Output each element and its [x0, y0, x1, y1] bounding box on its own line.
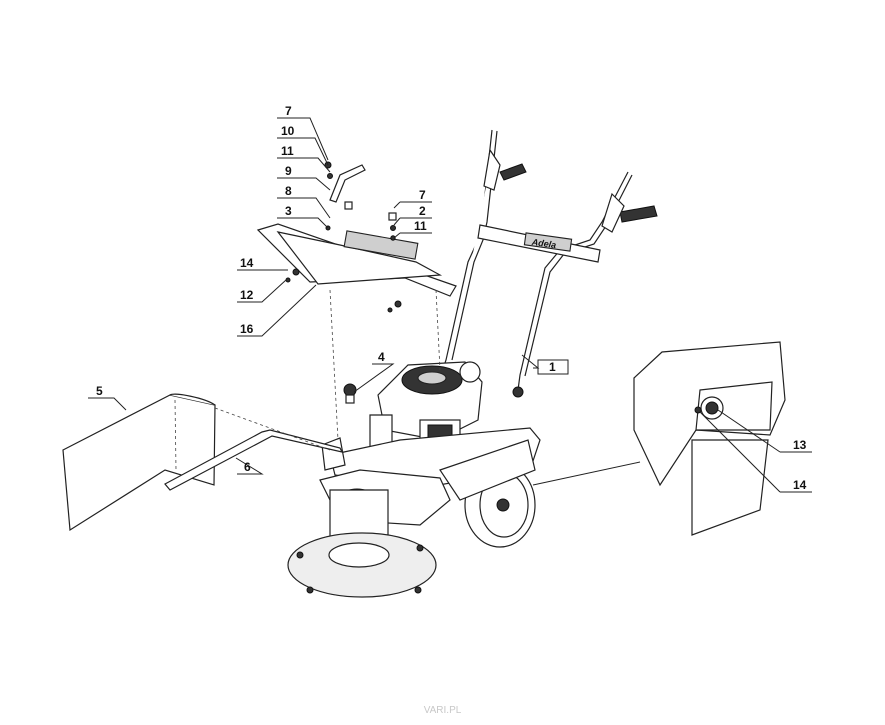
handlebar: Adela	[441, 129, 658, 398]
part-5-deflector-shield	[62, 393, 216, 532]
part-16-discharge-chute	[256, 223, 457, 441]
callout-14-right: 14	[793, 478, 807, 492]
callout-11-left: 11	[281, 144, 294, 158]
wheel	[439, 439, 536, 548]
callout-7-top: 7	[285, 104, 292, 118]
detail-view	[532, 341, 786, 536]
callout-8: 8	[285, 184, 292, 198]
leader-lines	[88, 117, 812, 493]
callout-5: 5	[96, 384, 103, 398]
callout-9: 9	[285, 164, 292, 178]
callout-4: 4	[378, 350, 385, 364]
cutter-disc	[287, 489, 437, 598]
callout-labels: 7 10 11 9 8 3 7 2 11 14 12 16 4 5 6 1 13…	[96, 104, 807, 492]
callout-1: 1	[549, 360, 556, 374]
callout-2: 2	[419, 204, 426, 218]
brand-plate-text: Adela	[530, 237, 557, 250]
callout-7-right: 7	[419, 188, 426, 202]
callout-10: 10	[281, 124, 295, 138]
callout-14-left: 14	[240, 256, 254, 270]
callout-12: 12	[240, 288, 254, 302]
callout-11-right: 11	[414, 219, 427, 233]
hardware	[285, 161, 402, 404]
callout-16: 16	[240, 322, 254, 336]
watermark: VARI.PL	[423, 705, 462, 716]
callout-3: 3	[285, 204, 292, 218]
callout-6: 6	[244, 460, 251, 474]
callout-13: 13	[793, 438, 807, 452]
part-6-guard-rod	[164, 407, 344, 491]
